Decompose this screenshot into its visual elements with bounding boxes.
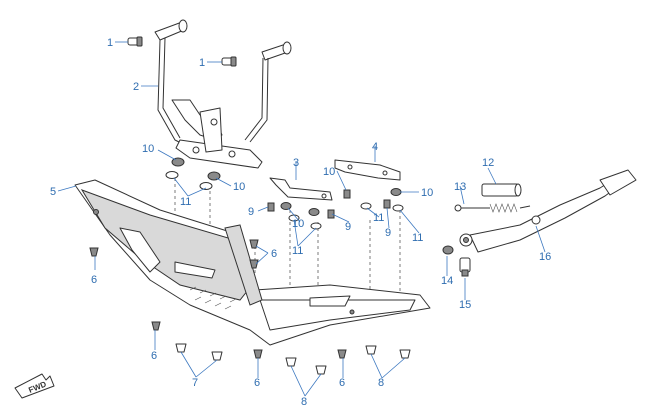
callout-10a: 10 bbox=[142, 143, 154, 155]
callout-4: 4 bbox=[372, 141, 378, 153]
callout-14: 14 bbox=[441, 275, 453, 287]
assembly-guide-lines bbox=[174, 178, 401, 300]
crash-bar-frame bbox=[154, 19, 292, 169]
nut-10b bbox=[207, 171, 221, 181]
bolt-9c bbox=[383, 199, 391, 209]
bolt-8b bbox=[315, 365, 327, 375]
nut-14 bbox=[442, 245, 454, 255]
bolt-8d bbox=[399, 349, 411, 359]
bolt-6a bbox=[89, 247, 99, 257]
bolt-1b bbox=[221, 56, 237, 67]
callout-6d: 6 bbox=[254, 377, 260, 389]
washer-11e bbox=[392, 204, 404, 212]
bolt-9d bbox=[327, 209, 335, 219]
callout-8a: 8 bbox=[301, 396, 307, 408]
nut-10e bbox=[390, 188, 402, 196]
bolt-1a bbox=[127, 36, 143, 47]
callout-1b: 1 bbox=[199, 57, 205, 69]
fwd-direction-arrow: FWD bbox=[14, 373, 55, 399]
callout-16: 16 bbox=[539, 251, 551, 263]
callout-8b: 8 bbox=[378, 377, 384, 389]
callout-6e: 6 bbox=[339, 377, 345, 389]
callout-11b: 11 bbox=[292, 245, 303, 257]
nut-10d bbox=[308, 208, 320, 216]
side-stand-16 bbox=[459, 169, 637, 253]
callout-6a: 6 bbox=[91, 274, 97, 286]
callout-3: 3 bbox=[293, 157, 299, 169]
callout-10c: 10 bbox=[292, 218, 304, 230]
callout-15: 15 bbox=[459, 299, 471, 311]
bolt-9a bbox=[267, 202, 275, 212]
bracket-3 bbox=[269, 177, 333, 201]
nut-10a bbox=[171, 157, 185, 167]
callout-11a: 11 bbox=[180, 196, 191, 208]
callout-10b: 10 bbox=[233, 181, 245, 193]
callout-1a: 1 bbox=[107, 37, 113, 49]
bracket-4 bbox=[334, 159, 401, 181]
bolt-6f bbox=[249, 259, 259, 269]
bolt-9b bbox=[343, 189, 351, 199]
callout-9b: 9 bbox=[345, 221, 351, 233]
callout-11d: 11 bbox=[412, 232, 423, 244]
spring-13 bbox=[454, 203, 531, 213]
callout-5: 5 bbox=[50, 186, 56, 198]
nut-10c bbox=[280, 202, 292, 210]
leader-lines bbox=[57, 41, 546, 397]
bolt-6c bbox=[151, 321, 161, 331]
bolt-15 bbox=[459, 257, 471, 277]
skid-plate bbox=[74, 179, 431, 346]
callout-13: 13 bbox=[454, 181, 466, 193]
spring-sleeve-12 bbox=[481, 183, 522, 197]
callout-labels: 1 1 2 3 4 5 6 6 6 6 6 7 8 8 9 9 9 10 10 … bbox=[50, 37, 551, 408]
callout-12: 12 bbox=[482, 157, 494, 169]
callout-9c: 9 bbox=[385, 227, 391, 239]
callout-6c: 6 bbox=[151, 350, 157, 362]
bolt-7a bbox=[175, 343, 187, 353]
callout-6b: 6 bbox=[271, 248, 277, 260]
washer-11a bbox=[165, 171, 179, 179]
callout-2: 2 bbox=[133, 81, 139, 93]
washer-11b bbox=[199, 182, 213, 190]
callout-7: 7 bbox=[192, 377, 198, 389]
bolt-6e bbox=[337, 349, 347, 359]
washer-11f bbox=[360, 202, 372, 210]
washer-11d bbox=[310, 222, 322, 230]
callout-11c: 11 bbox=[373, 212, 384, 224]
callout-10d: 10 bbox=[323, 166, 335, 178]
bolt-8c bbox=[365, 345, 377, 355]
bolt-8a bbox=[285, 357, 297, 367]
callout-9a: 9 bbox=[248, 206, 254, 218]
callout-10e: 10 bbox=[421, 187, 433, 199]
bolt-6d bbox=[253, 349, 263, 359]
bolt-7b bbox=[211, 351, 223, 361]
